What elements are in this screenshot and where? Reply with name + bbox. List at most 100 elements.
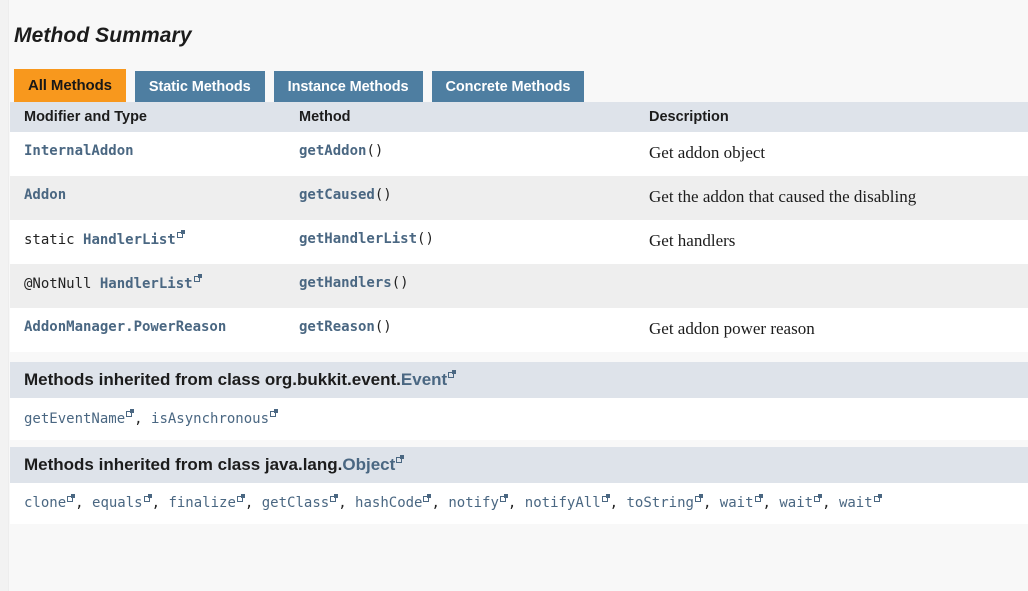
cell-method: getHandlers() <box>285 264 635 308</box>
cell-method: getAddon() <box>285 132 635 176</box>
inherited-methods-block: Methods inherited from class org.bukkit.… <box>10 362 1028 440</box>
method-parentheses: () <box>374 319 392 335</box>
inherited-method-link[interactable]: wait <box>779 495 814 512</box>
external-link-icon <box>176 230 185 238</box>
method-summary-table: Modifier and Type Method Description Int… <box>10 102 1028 352</box>
external-link-icon <box>694 493 703 502</box>
type-link[interactable]: Addon <box>24 187 67 203</box>
cell-description: Get addon object <box>635 132 1028 176</box>
inherited-method-link[interactable]: getClass <box>261 495 330 512</box>
list-separator: , <box>507 495 525 512</box>
table-row: AddonManager.PowerReason getReason() Get a… <box>10 308 1028 352</box>
inherited-method-link[interactable]: hashCode <box>355 495 423 512</box>
method-filter-tabs: All Methods Static Methods Instance Method… <box>10 69 1028 102</box>
external-link-icon <box>143 493 152 502</box>
inherited-method-link[interactable]: notifyAll <box>524 495 601 512</box>
inherited-heading: Methods inherited from class java.lang.O… <box>10 446 1028 483</box>
type-link[interactable]: InternalAddon <box>24 143 134 159</box>
external-link-icon <box>448 370 457 379</box>
cell-modifier-and-type: Addon <box>10 176 285 220</box>
list-separator: , <box>338 495 356 512</box>
list-separator: , <box>244 495 262 512</box>
description-text: Get the addon that caused the disabling <box>649 187 917 206</box>
page-content: Method Summary All Methods Static Methods… <box>10 0 1028 591</box>
external-link-icon <box>67 493 76 502</box>
inherited-method-link[interactable]: wait <box>838 495 873 512</box>
description-text: Get handlers <box>649 231 736 250</box>
tab-static-methods[interactable]: Static Methods <box>134 71 265 102</box>
cell-method: getCaused() <box>285 176 635 220</box>
inherited-method-link[interactable]: isAsynchronous <box>151 410 270 427</box>
cell-description <box>635 264 1028 308</box>
tab-concrete-methods[interactable]: Concrete Methods <box>431 71 585 102</box>
column-header-modifier: Modifier and Type <box>10 102 285 132</box>
list-separator: , <box>822 495 839 512</box>
cell-description: Get addon power reason <box>635 308 1028 352</box>
column-header-description: Description <box>635 102 1028 132</box>
block-gap <box>10 439 1028 447</box>
external-link-icon <box>193 274 202 282</box>
inherited-heading-prefix: Methods inherited from class java.lang. <box>24 454 343 474</box>
inherited-class-link[interactable]: Event <box>400 370 448 389</box>
tab-instance-methods[interactable]: Instance Methods <box>273 71 423 102</box>
inherited-method-link[interactable]: notify <box>448 495 499 512</box>
list-separator: , <box>431 495 449 512</box>
external-link-icon <box>754 493 763 502</box>
tab-all-methods[interactable]: All Methods <box>14 69 126 102</box>
external-link-icon <box>873 493 882 502</box>
inherited-method-link[interactable]: toString <box>626 495 694 512</box>
external-link-icon <box>601 493 610 502</box>
cell-modifier-and-type: @NotNull HandlerList <box>10 264 285 308</box>
external-link-icon <box>814 493 823 502</box>
external-link-icon <box>236 493 245 502</box>
type-link[interactable]: AddonManager.PowerReason <box>24 319 227 335</box>
cell-modifier-and-type: AddonManager.PowerReason <box>10 308 285 352</box>
external-link-icon <box>396 455 405 463</box>
method-link[interactable]: getHandlerList <box>299 231 418 247</box>
cell-description: Get the addon that caused the disabling <box>635 176 1028 220</box>
inherited-heading-prefix: Methods inherited from class org.bukkit.… <box>24 370 401 389</box>
inherited-method-list: clone, equals, finalize, getClass, hashC… <box>10 482 1028 525</box>
column-header-method: Method <box>285 102 635 132</box>
method-link[interactable]: getAddon <box>299 143 367 159</box>
inherited-method-link[interactable]: wait <box>719 495 754 512</box>
inherited-method-link[interactable]: finalize <box>168 495 236 512</box>
inherited-class-link[interactable]: Object <box>342 454 396 474</box>
method-link[interactable]: getCaused <box>299 187 375 203</box>
method-link[interactable]: getHandlers <box>299 275 392 291</box>
section-gap <box>10 352 1028 362</box>
description-text: Get addon object <box>649 143 766 162</box>
cell-method: getReason() <box>285 308 635 352</box>
table-row: InternalAddon getAddon() Get addon object <box>10 132 1028 176</box>
type-link[interactable]: HandlerList <box>83 231 176 248</box>
page-title: Method Summary <box>14 24 192 47</box>
description-text: Get addon power reason <box>649 319 815 338</box>
cell-modifier-and-type: static HandlerList <box>10 220 285 264</box>
inherited-method-link[interactable]: clone <box>24 495 67 512</box>
list-separator: , <box>762 495 780 512</box>
method-parentheses: () <box>366 143 384 159</box>
type-link[interactable]: HandlerList <box>99 275 193 292</box>
method-parentheses: () <box>417 231 434 247</box>
inherited-heading: Methods inherited from class org.bukkit.… <box>10 362 1028 398</box>
inherited-method-link[interactable]: equals <box>92 495 143 512</box>
external-link-icon <box>126 409 135 417</box>
list-separator: , <box>702 495 720 512</box>
method-link[interactable]: getReason <box>299 319 375 335</box>
inherited-methods-sections: Methods inherited from class org.bukkit.… <box>10 362 1028 525</box>
inherited-method-list: getEventName, isAsynchronous <box>10 398 1028 440</box>
external-link-icon <box>423 493 432 502</box>
modifier-keyword: static <box>24 231 84 248</box>
cell-method: getHandlerList() <box>285 220 635 264</box>
page-left-gutter <box>0 0 9 591</box>
method-parentheses: () <box>374 187 392 203</box>
list-separator: , <box>609 495 627 512</box>
inherited-methods-block: Methods inherited from class java.lang.O… <box>10 446 1028 525</box>
modifier-keyword: @NotNull <box>24 275 100 292</box>
external-link-icon <box>270 409 279 417</box>
method-parentheses: () <box>391 275 409 291</box>
inherited-method-link[interactable]: getEventName <box>24 410 126 427</box>
